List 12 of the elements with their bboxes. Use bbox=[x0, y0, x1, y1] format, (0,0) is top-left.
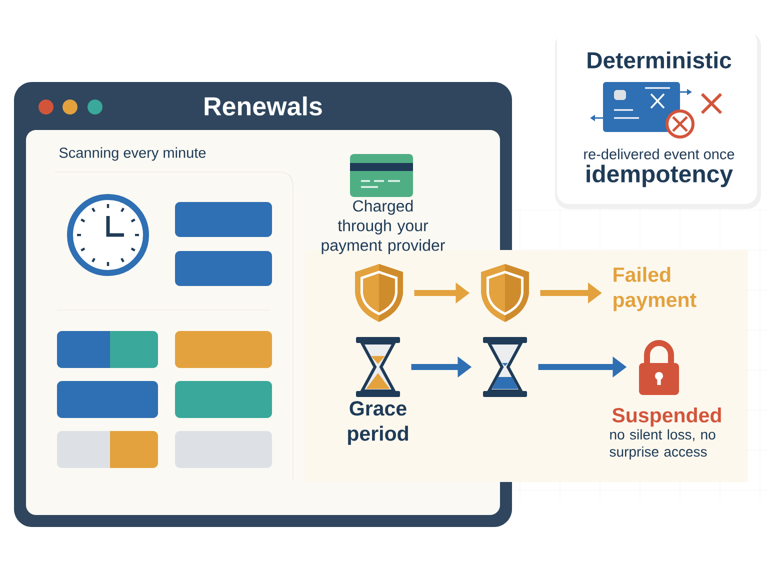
caption: Scanning every minute bbox=[59, 147, 206, 161]
info-card: Deterministic re-delivered event once idempotency bbox=[555, 30, 761, 209]
hourglass-icon bbox=[483, 337, 527, 397]
status-label: Failed payment bbox=[614, 266, 696, 312]
hourglass-icon bbox=[356, 337, 400, 397]
status-note: no silent loss, no surprise access bbox=[610, 429, 716, 460]
status-label: Grace period bbox=[348, 401, 408, 445]
shield-icon bbox=[481, 264, 529, 322]
status-label: Suspended bbox=[612, 407, 721, 427]
shield-icon bbox=[355, 264, 403, 322]
padlock-icon bbox=[639, 340, 679, 395]
caption: Charged through your payment provider bbox=[322, 200, 445, 254]
